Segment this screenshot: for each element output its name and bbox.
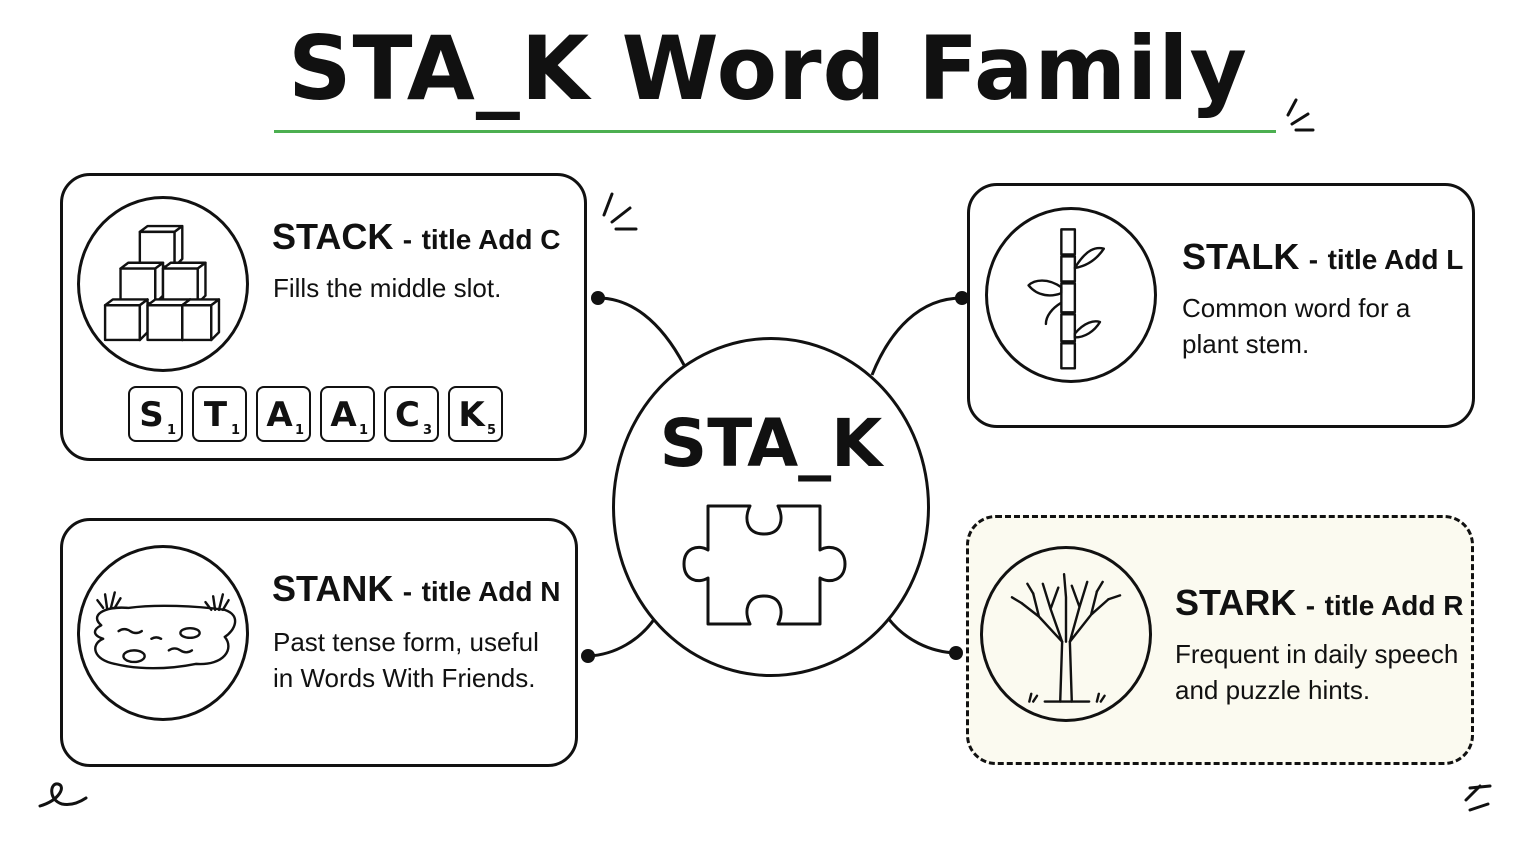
tile-points: 1 <box>230 423 240 438</box>
card-stalk-desc-line: plant stem. <box>1182 329 1310 359</box>
card-stark-desc-line: and puzzle hints. <box>1175 675 1371 705</box>
tile-points: 1 <box>358 423 368 438</box>
card-stalk-sep: - <box>1308 244 1319 275</box>
card-stalk-desc: Common word for a plant stem. <box>1182 290 1410 362</box>
card-stack-desc-line: Fills the middle slot. <box>273 273 502 303</box>
card-stank-title: STANK - title Add N <box>272 568 561 610</box>
title-underline <box>274 130 1276 133</box>
card-stack-sep: - <box>402 224 413 255</box>
card-stack-hint: title Add C <box>421 224 561 255</box>
card-stack-desc: Fills the middle slot. <box>273 270 501 306</box>
card-stank-desc-line: Past tense form, useful <box>273 627 539 657</box>
puzzle-piece-icon <box>682 504 847 626</box>
card-stack-title: STACK - title Add C <box>272 216 561 258</box>
tile-points: 1 <box>166 423 176 438</box>
pond-icon <box>77 545 249 721</box>
card-stark-desc: Frequent in daily speech and puzzle hint… <box>1175 636 1458 708</box>
bare-tree-icon <box>980 546 1152 722</box>
sparkle-icon <box>602 98 1492 812</box>
card-stark-word: STARK <box>1175 582 1297 623</box>
card-stark-sep: - <box>1305 590 1316 621</box>
card-stank-desc-line: in Words With Friends. <box>273 663 536 693</box>
card-stank-desc: Past tense form, useful in Words With Fr… <box>273 624 539 696</box>
card-stark-desc-line: Frequent in daily speech <box>1175 639 1459 669</box>
tile-points: 5 <box>486 423 496 438</box>
card-stark-title: STARK - title Add R <box>1175 582 1464 624</box>
bamboo-stalk-icon <box>985 207 1157 383</box>
center-hub <box>612 337 930 677</box>
center-label: STA_K <box>659 405 883 482</box>
stacked-cubes-icon <box>77 196 249 372</box>
tile-points: 3 <box>422 423 432 438</box>
card-stank-hint: title Add N <box>421 576 561 607</box>
card-stank-word: STANK <box>272 568 394 609</box>
card-stark-hint: title Add R <box>1324 590 1464 621</box>
card-stalk-title: STALK - title Add L <box>1182 236 1463 278</box>
tile-points: 1 <box>294 423 304 438</box>
card-stank-sep: - <box>402 576 413 607</box>
card-stack-word: STACK <box>272 216 394 257</box>
page-title: STA_K Word Family <box>288 17 1248 120</box>
card-stalk-word: STALK <box>1182 236 1300 277</box>
squiggle-icon <box>38 782 88 808</box>
card-stalk-hint: title Add L <box>1327 244 1464 275</box>
card-stalk-desc-line: Common word for a <box>1182 293 1411 323</box>
